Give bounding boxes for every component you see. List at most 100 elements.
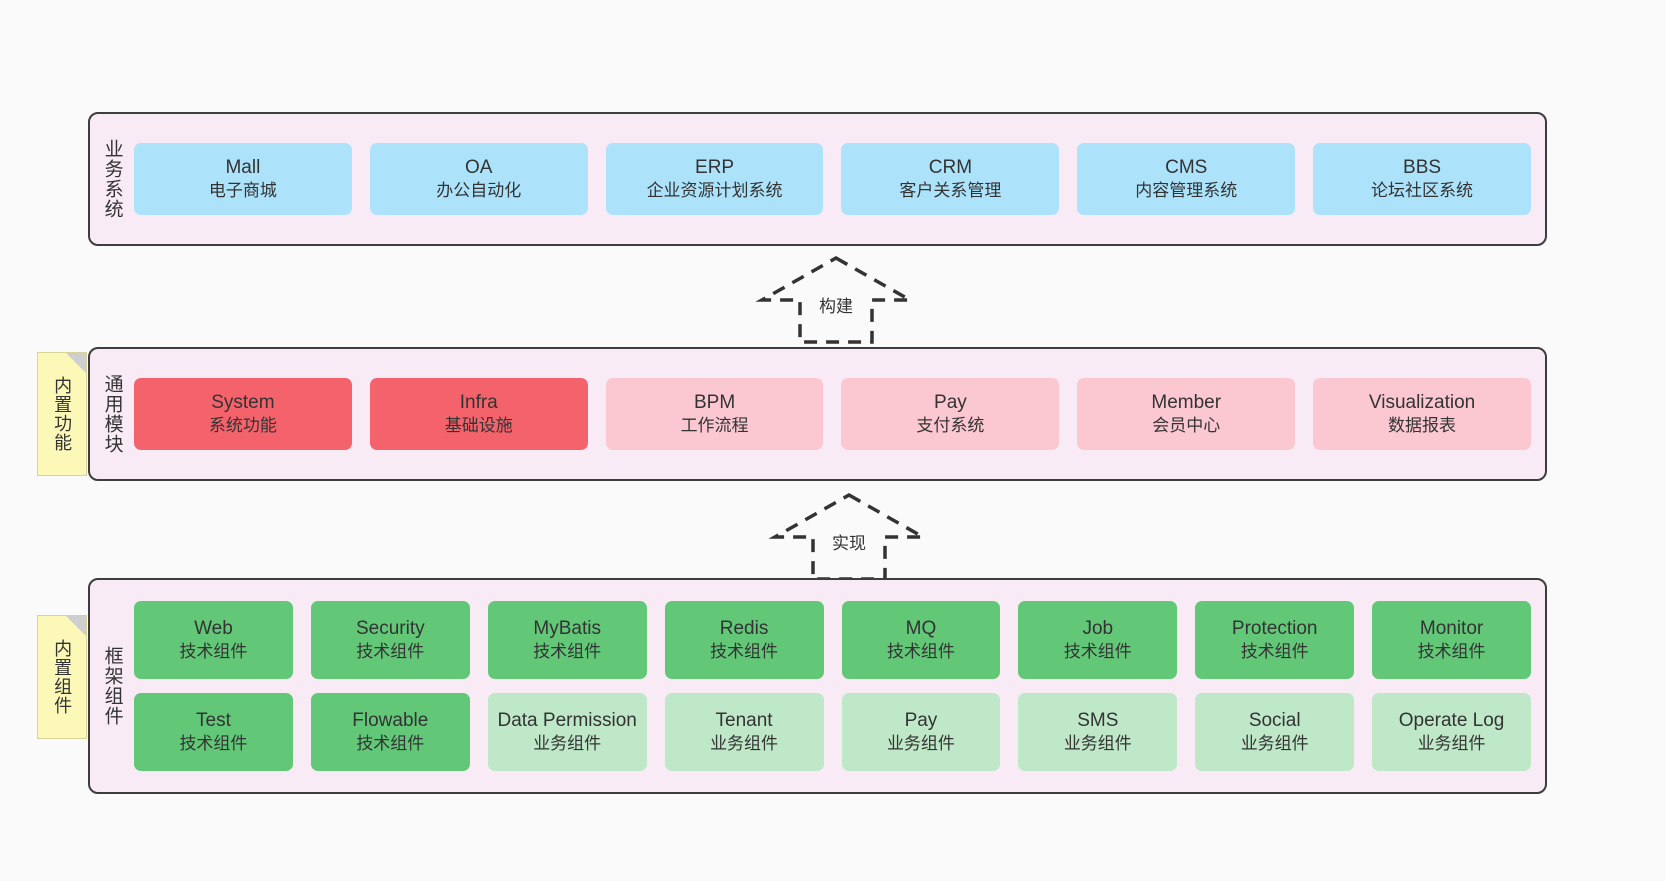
node-bbs-name: BBS — [1403, 156, 1442, 178]
node-operate-log[interactable]: Operate Log 业务组件 — [1372, 693, 1531, 771]
node-member[interactable]: Member 会员中心 — [1077, 378, 1296, 450]
node-mall-name: Mall — [225, 156, 261, 178]
sticky-note-builtin-component-label: 内置组件 — [52, 639, 73, 715]
node-system-name: System — [211, 391, 275, 413]
node-mybatis-name: MyBatis — [533, 617, 601, 639]
node-member-name: Member — [1151, 391, 1222, 413]
node-oa-name: OA — [465, 156, 493, 178]
framework-component-layer: 框架组件 Web 技术组件 Security 技术组件 MyBatis 技术组件… — [88, 578, 1547, 794]
node-data-permission-desc: 业务组件 — [533, 734, 602, 754]
node-visualization-name: Visualization — [1368, 391, 1476, 413]
common-module-layer-body: System 系统功能 Infra 基础设施 BPM 工作流程 Pay 支付系统… — [134, 349, 1545, 479]
node-job[interactable]: Job 技术组件 — [1018, 601, 1178, 679]
common-module-layer-label: 通用模块 — [101, 374, 123, 454]
business-system-layer-body: Mall 电子商城 OA 办公自动化 ERP 企业资源计划系统 CRM 客户关系… — [134, 114, 1545, 244]
node-web[interactable]: Web 技术组件 — [134, 601, 293, 679]
node-redis-name: Redis — [719, 617, 769, 639]
node-social-name: Social — [1248, 709, 1301, 731]
node-job-name: Job — [1082, 617, 1114, 639]
connector-implement-label: 实现 — [832, 534, 866, 553]
connector-build-label: 构建 — [819, 297, 853, 316]
sticky-note-builtin-component: 内置组件 — [37, 615, 87, 739]
node-infra-desc: 基础设施 — [444, 416, 513, 436]
node-data-permission-name: Data Permission — [497, 709, 637, 731]
node-mall[interactable]: Mall 电子商城 — [134, 143, 352, 215]
node-tenant-desc: 业务组件 — [710, 734, 779, 754]
node-pay-component-desc: 业务组件 — [886, 734, 955, 754]
node-sms[interactable]: SMS 业务组件 — [1018, 693, 1178, 771]
node-bpm-desc: 工作流程 — [680, 416, 749, 436]
node-bpm[interactable]: BPM 工作流程 — [605, 378, 824, 450]
node-bbs-desc: 论坛社区系统 — [1371, 181, 1474, 201]
node-oa-desc: 办公自动化 — [436, 181, 522, 201]
node-oa[interactable]: OA 办公自动化 — [369, 143, 588, 215]
node-job-desc: 技术组件 — [1063, 642, 1132, 662]
node-pay-component[interactable]: Pay 业务组件 — [841, 693, 1001, 771]
framework-component-layer-label: 框架组件 — [101, 646, 123, 726]
node-crm-desc: 客户关系管理 — [899, 181, 1002, 201]
node-security-name: Security — [355, 617, 425, 639]
connector-implement: 实现 — [768, 492, 930, 581]
node-system-desc: 系统功能 — [208, 416, 277, 436]
common-module-row: System 系统功能 Infra 基础设施 BPM 工作流程 Pay 支付系统… — [134, 378, 1531, 450]
common-module-layer: 通用模块 System 系统功能 Infra 基础设施 BPM 工作流程 Pay… — [88, 347, 1547, 481]
node-tenant[interactable]: Tenant 业务组件 — [664, 693, 824, 771]
node-flowable-desc: 技术组件 — [356, 734, 425, 754]
node-social[interactable]: Social 业务组件 — [1195, 693, 1355, 771]
node-security[interactable]: Security 技术组件 — [310, 601, 470, 679]
node-protection-desc: 技术组件 — [1240, 642, 1309, 662]
node-social-desc: 业务组件 — [1240, 734, 1309, 754]
node-visualization[interactable]: Visualization 数据报表 — [1313, 378, 1531, 450]
node-pay-component-name: Pay — [904, 709, 938, 731]
node-pay-module-desc: 支付系统 — [916, 416, 985, 436]
node-test-name: Test — [196, 709, 231, 731]
sticky-note-builtin-function: 内置功能 — [37, 352, 87, 476]
node-monitor-name: Monitor — [1419, 617, 1484, 639]
node-bpm-name: BPM — [693, 391, 736, 413]
node-pay-module[interactable]: Pay 支付系统 — [841, 378, 1060, 450]
node-operate-log-name: Operate Log — [1398, 709, 1505, 731]
node-infra[interactable]: Infra 基础设施 — [369, 378, 588, 450]
node-operate-log-desc: 业务组件 — [1417, 734, 1486, 754]
framework-tech-row: Web 技术组件 Security 技术组件 MyBatis 技术组件 Redi… — [134, 601, 1531, 679]
node-security-desc: 技术组件 — [356, 642, 425, 662]
node-monitor-desc: 技术组件 — [1417, 642, 1486, 662]
node-mq-name: MQ — [905, 617, 937, 639]
node-erp-desc: 企业资源计划系统 — [646, 181, 783, 201]
node-protection-name: Protection — [1231, 617, 1318, 639]
node-mybatis-desc: 技术组件 — [533, 642, 602, 662]
node-mq[interactable]: MQ 技术组件 — [841, 601, 1001, 679]
node-flowable[interactable]: Flowable 技术组件 — [310, 693, 470, 771]
framework-business-row: Test 技术组件 Flowable 技术组件 Data Permission … — [134, 693, 1531, 771]
node-flowable-name: Flowable — [352, 709, 429, 731]
node-web-name: Web — [194, 617, 233, 639]
node-redis-desc: 技术组件 — [710, 642, 779, 662]
sticky-note-builtin-function-label: 内置功能 — [52, 376, 73, 452]
node-bbs[interactable]: BBS 论坛社区系统 — [1313, 143, 1531, 215]
node-protection[interactable]: Protection 技术组件 — [1195, 601, 1355, 679]
node-pay-module-name: Pay — [934, 391, 967, 413]
node-data-permission[interactable]: Data Permission 业务组件 — [487, 693, 647, 771]
node-mybatis[interactable]: MyBatis 技术组件 — [487, 601, 647, 679]
node-sms-desc: 业务组件 — [1063, 734, 1132, 754]
node-test[interactable]: Test 技术组件 — [134, 693, 293, 771]
node-tenant-name: Tenant — [715, 709, 773, 731]
node-system[interactable]: System 系统功能 — [134, 378, 352, 450]
framework-component-layer-body: Web 技术组件 Security 技术组件 MyBatis 技术组件 Redi… — [134, 580, 1545, 792]
node-sms-name: SMS — [1077, 709, 1119, 731]
node-cms-name: CMS — [1165, 156, 1208, 178]
connector-build-shape — [755, 255, 917, 344]
business-system-row: Mall 电子商城 OA 办公自动化 ERP 企业资源计划系统 CRM 客户关系… — [134, 143, 1531, 215]
node-mall-desc: 电子商城 — [208, 181, 277, 201]
node-erp[interactable]: ERP 企业资源计划系统 — [605, 143, 824, 215]
business-system-layer-label: 业务系统 — [101, 139, 123, 219]
node-redis[interactable]: Redis 技术组件 — [664, 601, 824, 679]
node-infra-name: Infra — [459, 391, 498, 413]
node-member-desc: 会员中心 — [1152, 416, 1221, 436]
node-crm-name: CRM — [928, 156, 973, 178]
connector-build: 构建 — [755, 255, 917, 344]
node-crm[interactable]: CRM 客户关系管理 — [841, 143, 1060, 215]
node-monitor[interactable]: Monitor 技术组件 — [1372, 601, 1531, 679]
node-cms[interactable]: CMS 内容管理系统 — [1077, 143, 1296, 215]
